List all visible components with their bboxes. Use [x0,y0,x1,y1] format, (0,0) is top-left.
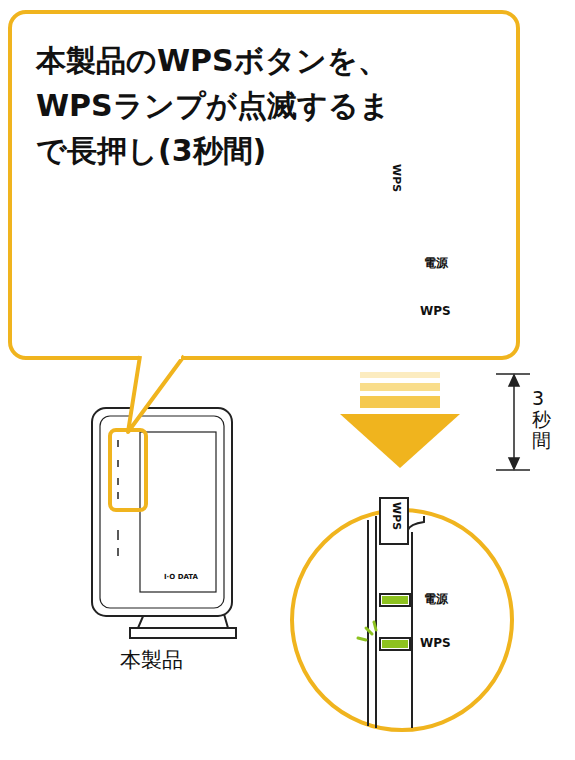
dimension-bracket [496,374,530,470]
lamp-label: WPS [420,637,451,649]
brand-logo: I·O DATA [164,574,198,581]
instruction-text: 本製品のWPSボタンを、WPSランプが点滅するまで長押し(3秒間) [36,38,408,173]
product-label: 本製品 [120,650,183,671]
lamp-label: 電源 [424,257,448,269]
highlight-frame [110,430,146,510]
dimension-label: 3秒間 [532,388,551,451]
blink-rays [358,622,376,640]
lamp-label: WPS [420,305,451,317]
device [92,408,236,638]
zoom-bottom [292,498,512,730]
button-label: WPS [391,502,402,530]
down-arrow [340,372,460,468]
lamp-label: 電源 [424,593,448,605]
button-label: WPS [391,164,402,192]
